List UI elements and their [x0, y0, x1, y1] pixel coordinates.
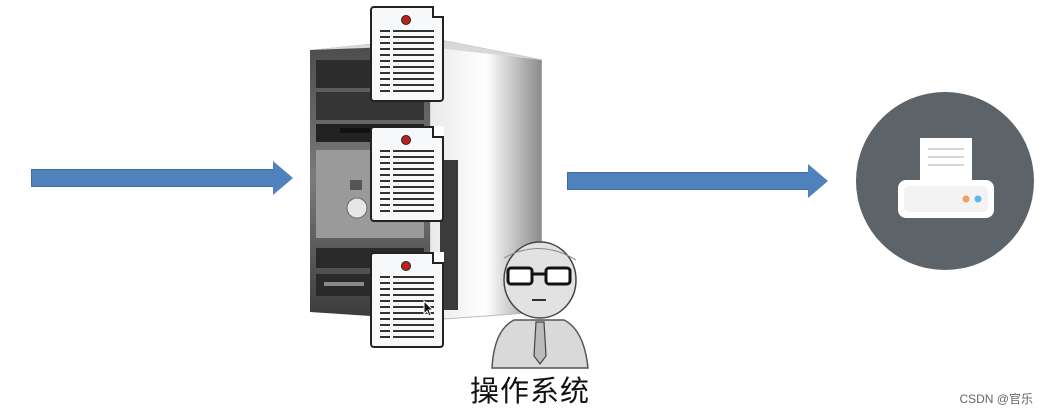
document-icon: [370, 6, 444, 102]
output-arrow: [567, 164, 829, 198]
cursor-icon: [423, 300, 435, 317]
printer-icon: [856, 92, 1034, 270]
input-arrow: [31, 161, 293, 195]
watermark: CSDN @官乐: [959, 392, 1033, 406]
operating-system-label: 操作系统: [470, 374, 591, 408]
person-sketch-icon: [491, 241, 589, 369]
document-icon: [370, 126, 444, 222]
document-icon: [370, 252, 444, 348]
